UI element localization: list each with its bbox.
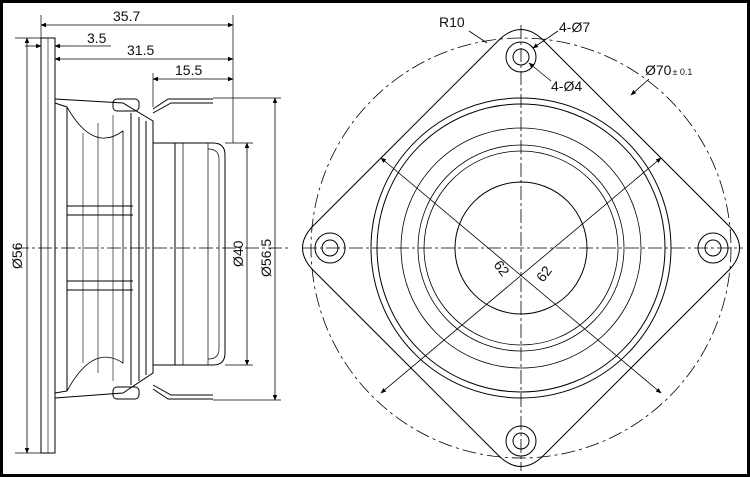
label-pcd: Ø70 [645,62,672,78]
diamond-flange [302,29,740,467]
label-diag-a: 62 [491,257,513,279]
label-diag-b: 62 [533,263,555,285]
dim-magnet-dia: Ø40 [230,240,246,267]
side-view [15,15,288,454]
surround-outer [370,97,672,399]
mounting-hole-right [697,232,729,264]
label-pcd-group: Ø70± 0.1 [645,62,692,78]
magnet [175,142,226,366]
terminal-top [112,98,140,112]
label-corner-radius: R10 [439,14,465,30]
dim-depth-15: 15.5 [175,62,202,78]
label-hole-outer: 4-Ø7 [559,19,590,35]
dim-depth-31: 31.5 [127,42,154,58]
dim-overall-depth: 35.7 [113,8,140,24]
basket-profile [54,98,154,399]
label-hole-inner: 4-Ø4 [551,78,582,94]
mounting-hole-top [505,41,537,73]
dim-basket-dia: Ø56.5 [258,239,274,277]
technical-drawing: 35.7 3.5 31.5 15.5 Ø56 Ø40 Ø56.5 [9,8,743,471]
label-pcd-tolerance: ± 0.1 [672,67,692,77]
terminal-bottom [112,386,140,400]
mounting-hole-left [314,232,346,264]
front-view [302,25,743,471]
mounting-hole-bottom [505,425,537,457]
dim-flange-thickness: 3.5 [87,30,107,46]
dim-flange-dia: Ø56 [9,242,25,269]
